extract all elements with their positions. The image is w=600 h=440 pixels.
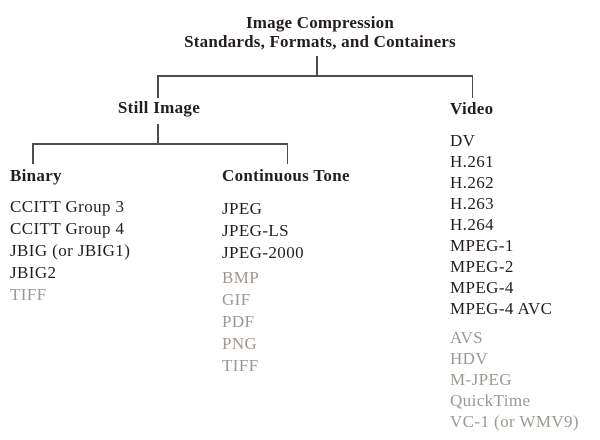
node-video: Video bbox=[450, 99, 494, 118]
standard-item: DV bbox=[450, 131, 476, 150]
connector-still-image-stem bbox=[157, 124, 159, 144]
connector-level2-bar bbox=[32, 143, 288, 145]
format-item: HDV bbox=[450, 349, 489, 368]
standard-item: JBIG (or JBIG1) bbox=[10, 241, 131, 260]
standard-item: MPEG-4 AVC bbox=[450, 299, 553, 318]
format-item: PDF bbox=[222, 312, 255, 331]
connector-binary-drop bbox=[32, 143, 34, 164]
continuous-tone-standards-list: JPEG JPEG-LS JPEG-2000 bbox=[222, 198, 304, 264]
format-item: TIFF bbox=[222, 356, 259, 375]
standard-item: H.264 bbox=[450, 215, 495, 234]
title-line2: Standards, Formats, and Containers bbox=[184, 32, 456, 51]
standard-item: H.261 bbox=[450, 152, 495, 171]
standard-item: H.263 bbox=[450, 194, 495, 213]
node-binary: Binary bbox=[10, 166, 62, 185]
format-item: PNG bbox=[222, 334, 258, 353]
standard-item: MPEG-4 bbox=[450, 278, 514, 297]
standard-item: JBIG2 bbox=[10, 263, 57, 282]
connector-still-image-drop bbox=[157, 75, 159, 98]
binary-formats-list: TIFF bbox=[10, 284, 47, 306]
continuous-tone-formats-list: BMP GIF PDF PNG TIFF bbox=[222, 267, 259, 377]
format-item: VC-1 (or WMV9) bbox=[450, 412, 579, 431]
connector-continuous-tone-drop bbox=[286, 143, 288, 164]
diagram-title: Image Compression Standards, Formats, an… bbox=[170, 13, 470, 51]
title-line1: Image Compression bbox=[245, 13, 395, 32]
format-item: M-JPEG bbox=[450, 370, 512, 389]
format-item: AVS bbox=[450, 328, 484, 347]
standard-item: H.262 bbox=[450, 173, 495, 192]
standard-item: JPEG-LS bbox=[222, 221, 290, 240]
format-item: GIF bbox=[222, 290, 251, 309]
standard-item: MPEG-1 bbox=[450, 236, 514, 255]
standard-item: JPEG-2000 bbox=[222, 243, 304, 262]
standard-item: JPEG bbox=[222, 199, 263, 218]
connector-video-drop bbox=[471, 75, 473, 98]
connector-level1-bar bbox=[157, 75, 473, 77]
node-continuous-tone: Continuous Tone bbox=[222, 166, 350, 185]
connector-title-stem bbox=[316, 56, 318, 76]
node-still-image: Still Image bbox=[117, 98, 201, 117]
format-item: QuickTime bbox=[450, 391, 531, 410]
format-item: BMP bbox=[222, 268, 260, 287]
standard-item: CCITT Group 4 bbox=[10, 219, 125, 238]
binary-standards-list: CCITT Group 3 CCITT Group 4 JBIG (or JBIG1… bbox=[10, 196, 130, 284]
format-item: TIFF bbox=[10, 285, 47, 304]
standard-item: CCITT Group 3 bbox=[10, 197, 125, 216]
standard-item: MPEG-2 bbox=[450, 257, 514, 276]
